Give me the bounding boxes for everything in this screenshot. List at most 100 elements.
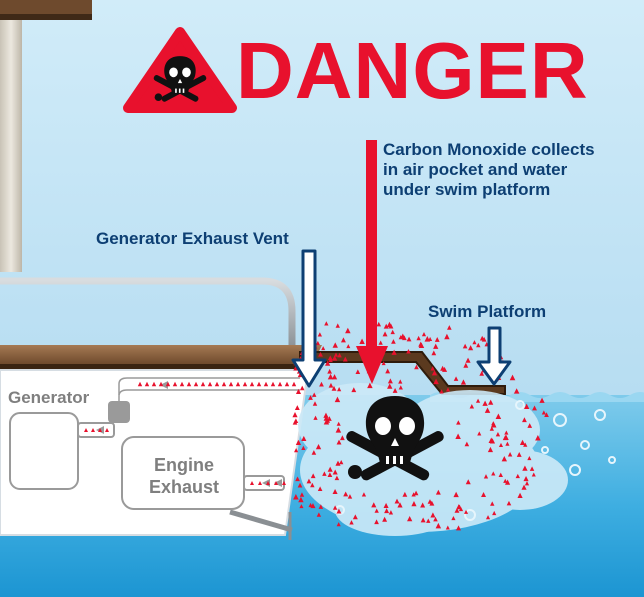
co-particle [228,381,234,387]
upper-deck-roof [0,0,92,16]
co-particle [242,381,248,387]
co-particle [430,366,435,371]
co-particle [451,515,456,521]
co-particle [507,452,513,457]
co-particle [200,381,206,387]
co-particle [413,490,419,496]
co-particle [431,370,438,376]
co-particle [456,525,462,531]
engine-exhaust-label: Engine Exhaust [148,455,220,497]
co-particle [527,456,532,461]
co-particle [407,516,413,522]
co-particle [371,502,377,508]
co-particle [299,492,305,497]
co-particle [301,445,306,451]
co-particle [487,446,494,453]
co-particle [522,465,528,471]
co-particle [482,400,488,406]
co-particle [367,382,373,389]
co-particle [327,355,333,360]
generator-muffler [108,401,130,423]
co-particle [193,381,199,387]
co-particle [137,381,143,387]
co-particle [431,350,437,356]
co-particle [421,332,427,337]
co-particle [463,362,469,368]
co-particle [515,473,520,479]
co-particle [391,349,397,355]
co-particle [391,339,396,344]
co-particle [472,340,477,345]
co-particle [513,388,520,394]
co-particle [495,431,501,437]
co-particle [105,428,109,432]
co-particle [325,360,331,366]
co-particle [318,504,324,509]
co-particle [299,504,304,509]
co-particle [158,381,164,387]
generator-box [9,412,79,490]
co-particle [435,489,441,495]
co-particle [460,379,467,385]
co-particle [479,371,485,376]
co-particle [311,450,317,455]
co-particle [277,381,283,387]
co-particle [445,525,450,530]
co-particle [394,498,400,504]
co-particle [337,387,342,392]
co-particle [328,357,333,363]
co-particle [295,439,302,446]
co-particle [293,418,299,423]
co-particle [337,352,342,358]
co-particle [406,336,412,342]
co-particle [323,412,329,418]
co-particle [172,381,178,387]
co-particle [382,516,388,522]
co-particle [477,431,482,436]
co-particle [522,417,527,423]
co-particle [488,437,495,443]
co-particle [328,382,334,388]
co-particle [327,472,333,478]
co-particle [433,378,439,385]
co-particle [347,494,353,499]
co-particle [332,342,338,348]
co-particle [476,342,481,348]
generator-vent-arrow [291,249,327,388]
co-particle [284,381,290,387]
co-particle [318,351,323,357]
co-particle [301,435,307,441]
co-particle [491,471,496,476]
co-particle [359,338,365,344]
co-particle [374,519,379,525]
co-particle [151,381,157,387]
co-particle [331,374,338,380]
co-particle [539,397,545,403]
co-particle [416,335,421,341]
co-particle [456,420,461,425]
co-red-arrow [356,140,388,384]
co-particle [263,381,269,387]
co-particle [464,441,470,447]
co-particle [235,381,241,387]
co-particle [334,475,340,481]
generator-label: Generator [8,388,90,407]
co-particle [506,500,512,506]
co-particle [308,502,313,508]
co-particle [519,439,526,446]
co-particle [462,343,468,349]
co-particle [501,455,508,462]
co-particle [532,405,537,411]
co-particle [310,482,315,488]
co-particle [481,336,487,342]
engine-box [121,436,245,510]
co-particle [298,496,304,503]
co-particle [317,486,323,491]
deck-railing [0,277,296,349]
co-particle [387,383,393,389]
co-particle [492,510,497,516]
co-particle [322,471,327,476]
co-particle [332,505,338,510]
co-particle [339,460,344,465]
